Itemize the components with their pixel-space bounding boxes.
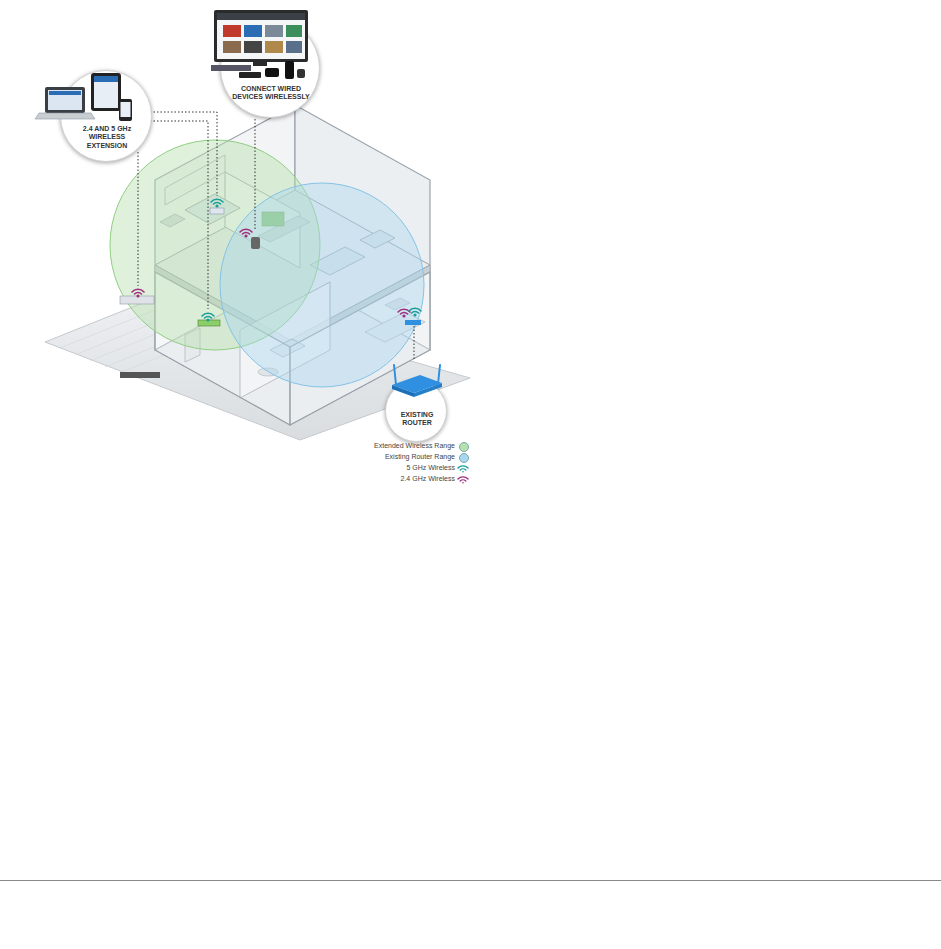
router-range — [220, 183, 424, 387]
legend: Extended Wireless RangeExisting Router R… — [340, 441, 470, 489]
leader-lines — [138, 112, 414, 361]
wifi-symbol — [457, 474, 469, 484]
callout-label: 2.4 AND 5 GHz WIRELESS EXTENSION — [74, 125, 140, 150]
router-in-house — [405, 320, 421, 325]
callout-circle: 2.4 AND 5 GHz WIRELESS EXTENSION — [60, 70, 152, 162]
legend-label: Extended Wireless Range — [374, 441, 455, 451]
legend-row: Extended Wireless Range — [340, 441, 470, 451]
callout-label: EXISTING ROUTER — [394, 411, 440, 428]
page-rule — [0, 880, 941, 881]
device-icons — [221, 19, 321, 119]
legend-swatch — [459, 453, 469, 463]
tablet — [198, 320, 220, 326]
laptop-on-table — [120, 296, 154, 304]
doormat — [120, 372, 160, 378]
legend-swatch — [459, 442, 469, 452]
laptop-on-bed — [210, 208, 224, 214]
callout-label: CONNECT WIRED DEVICES WIRELESSLY — [229, 85, 313, 102]
legend-row: 5 GHz Wireless — [340, 463, 470, 473]
extender — [251, 237, 260, 249]
wifi-symbols — [132, 199, 421, 321]
wifi-symbol — [457, 463, 469, 473]
legend-label: 5 GHz Wireless — [406, 463, 455, 473]
callout-circle: EXISTING ROUTER — [385, 380, 447, 442]
callout-circle: CONNECT WIRED DEVICES WIRELESSLY — [220, 18, 320, 118]
legend-row: 2.4 GHz Wireless — [340, 474, 470, 484]
device-icons — [61, 71, 153, 163]
legend-label: 2.4 GHz Wireless — [401, 474, 455, 484]
legend-label: Existing Router Range — [385, 452, 455, 462]
legend-row: Existing Router Range — [340, 452, 470, 462]
